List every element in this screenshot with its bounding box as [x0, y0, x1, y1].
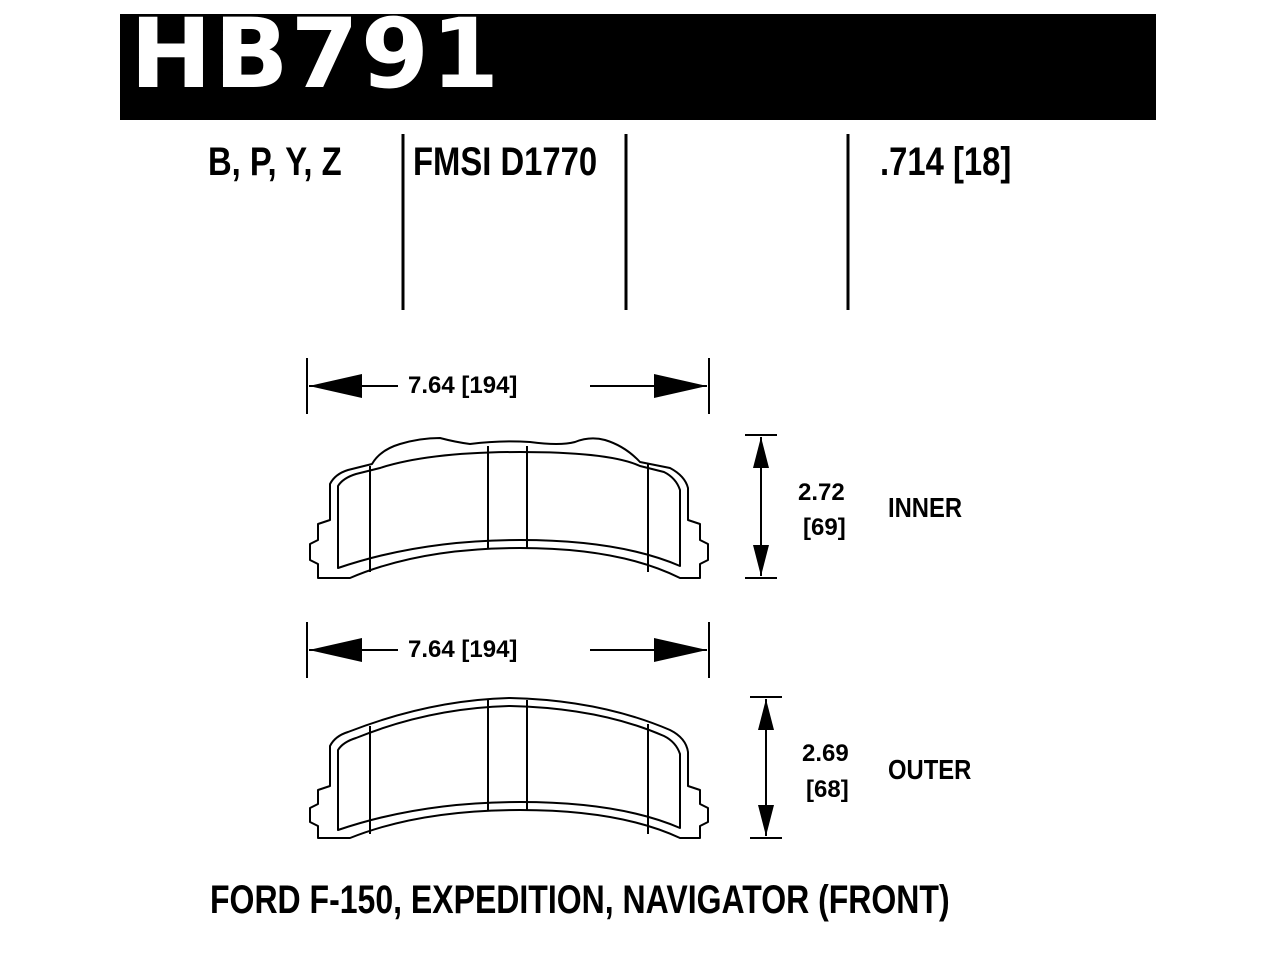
- inner-height-mm: [69]: [803, 514, 846, 541]
- outer-height-mm: [68]: [806, 776, 849, 803]
- fmsi-number: FMSI D1770: [413, 140, 598, 184]
- outer-side-label: OUTER: [888, 754, 972, 785]
- outer-pad-outline: [309, 697, 709, 839]
- inner-pad-outline: [309, 437, 709, 579]
- inner-width-label: 7.64 [194]: [408, 372, 518, 399]
- header-bar: HB791: [120, 6, 1156, 120]
- outer-height-value: 2.69: [802, 740, 849, 767]
- vehicle-application: FORD F-150, EXPEDITION, NAVIGATOR (FRONT…: [210, 878, 950, 922]
- inner-side-label: INNER: [888, 492, 963, 523]
- pad-thickness: .714 [18]: [880, 140, 1012, 184]
- part-number: HB791: [130, 0, 502, 110]
- inner-height-value: 2.72: [798, 479, 845, 506]
- compound-codes: B, P, Y, Z: [208, 140, 342, 184]
- outer-width-label: 7.64 [194]: [408, 636, 518, 663]
